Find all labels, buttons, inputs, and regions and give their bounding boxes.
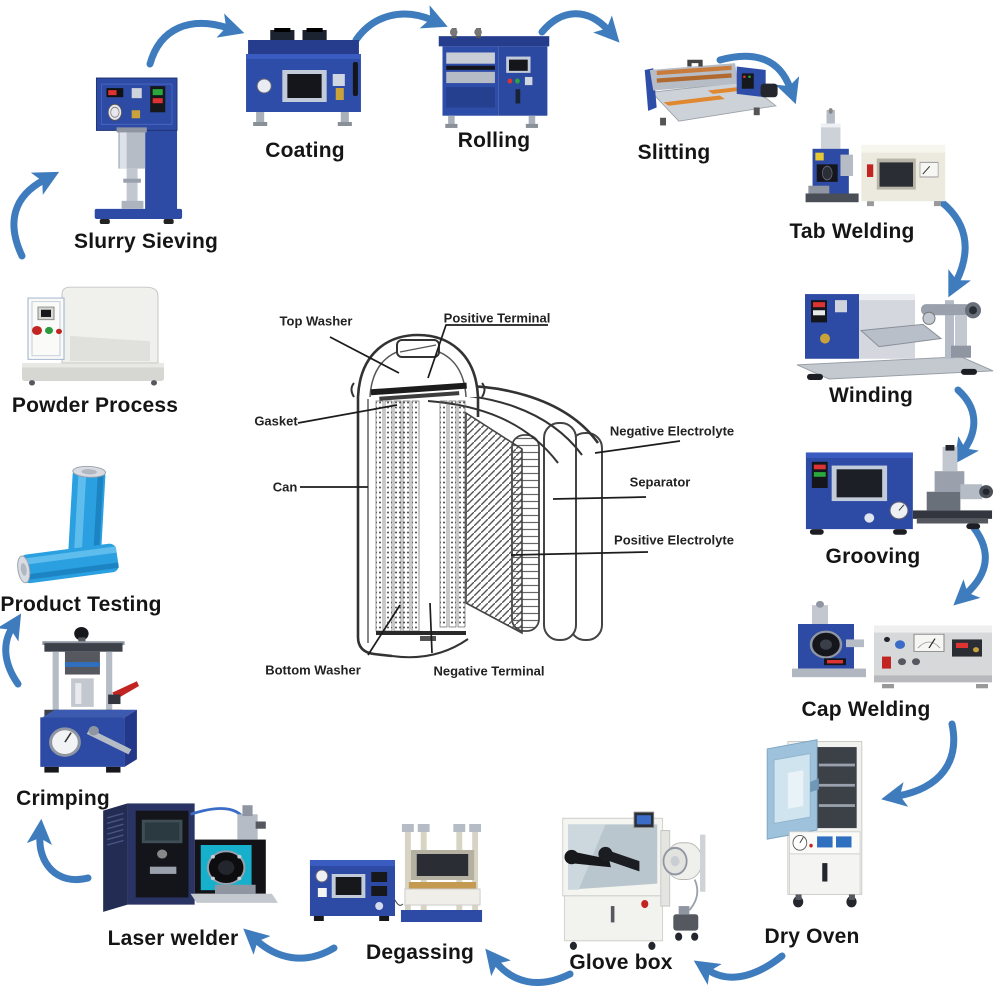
- arrow-capwelding-to-dryoven: [881, 720, 958, 807]
- slitting-machine-image: [644, 59, 778, 126]
- laser-welder-machine-image: [103, 803, 278, 912]
- battery-label-separator: Separator: [629, 474, 691, 490]
- station-rolling: [435, 28, 553, 130]
- station-label-dry-oven: Dry Oven: [764, 925, 860, 948]
- glove-box-machine-image: [562, 811, 706, 950]
- station-label-degassing: Degassing: [366, 941, 474, 964]
- slurry-sieving-machine-image: [94, 77, 183, 224]
- station-label-laser-welder: Laser welder: [107, 927, 239, 950]
- station-label-grooving: Grooving: [825, 545, 921, 568]
- battery-label-bottom-washer: Bottom Washer: [265, 662, 361, 678]
- station-dry-oven: [762, 736, 867, 911]
- station-cap-welding: [790, 600, 995, 696]
- station-label-winding: Winding: [828, 384, 914, 407]
- coating-machine-image: [246, 28, 361, 126]
- tab-welding-machine-image: [805, 108, 946, 207]
- station-slurry-sieving: [88, 70, 193, 228]
- arrow-glovebox-to-degassing: [485, 948, 574, 986]
- battery-label-negative-terminal: Negative Terminal: [433, 663, 545, 679]
- station-label-tab-welding: Tab Welding: [789, 220, 915, 243]
- station-coating: [240, 28, 368, 128]
- station-label-coating: Coating: [265, 139, 345, 162]
- station-degassing: [306, 822, 486, 928]
- degassing-machine-image: [309, 824, 483, 922]
- battery-label-top-washer: Top Washer: [279, 313, 353, 329]
- product-testing-batteries-image: [17, 465, 119, 584]
- station-label-product-testing: Product Testing: [0, 593, 162, 616]
- rolling-machine-image: [438, 28, 550, 128]
- battery-label-positive-terminal: Positive Terminal: [443, 310, 551, 326]
- station-label-slitting: Slitting: [637, 141, 711, 164]
- station-crimping: [30, 626, 140, 784]
- station-grooving: [798, 445, 996, 545]
- station-label-glove-box: Glove box: [569, 951, 673, 974]
- grooving-machine-image: [805, 445, 994, 535]
- battery-label-negative-electrolyte: Negative Electrolyte: [609, 423, 735, 439]
- cap-welding-machine-image: [792, 600, 992, 689]
- battery-label-gasket: Gasket: [254, 413, 298, 429]
- crimping-machine-image: [40, 626, 139, 773]
- station-label-cap-welding: Cap Welding: [801, 698, 931, 721]
- station-slitting: [626, 58, 781, 128]
- station-winding: [795, 288, 995, 381]
- arrow-crimping-to-producttesting: [0, 613, 22, 688]
- battery-cutaway-art: [297, 324, 681, 659]
- station-glove-box: [552, 804, 717, 952]
- arrow-tabwelding-to-winding: [932, 194, 971, 298]
- battery-label-positive-electrolyte: Positive Electrolyte: [614, 532, 734, 548]
- arrow-powder-to-slurry: [10, 171, 60, 260]
- arrow-winding-to-grooving: [954, 386, 979, 465]
- dry-oven-machine-image: [766, 739, 863, 908]
- battery-cutaway-diagram: Top Washer Positive Terminal Gasket Can …: [250, 295, 750, 690]
- arrow-slurry-to-coating: [146, 13, 245, 68]
- station-tab-welding: [800, 108, 950, 210]
- station-powder-process: [18, 280, 168, 390]
- battery-label-can: Can: [272, 479, 298, 495]
- arrow-laserwelder-to-crimping: [26, 818, 92, 883]
- arrow-dryoven-to-glovebox: [693, 952, 786, 985]
- station-label-powder-process: Powder Process: [11, 394, 179, 417]
- winding-machine-image: [796, 294, 994, 380]
- station-label-slurry-sieving: Slurry Sieving: [73, 230, 219, 253]
- station-laser-welder: [93, 798, 278, 920]
- station-label-rolling: Rolling: [457, 129, 531, 152]
- station-label-crimping: Crimping: [16, 787, 110, 810]
- powder-process-machine-image: [22, 286, 164, 386]
- station-product-testing: [14, 460, 122, 588]
- arrow-degassing-to-laserwelder: [243, 928, 338, 962]
